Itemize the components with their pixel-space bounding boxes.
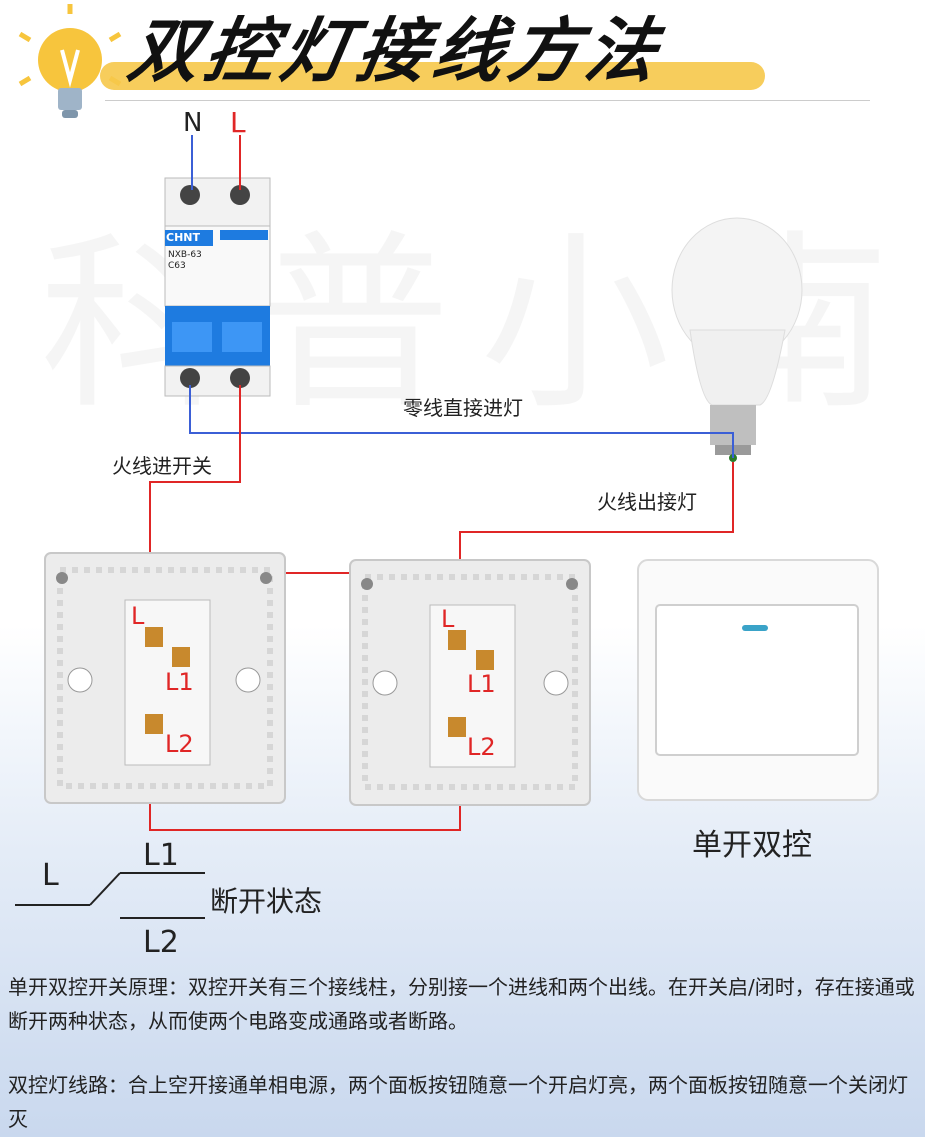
neutral-wire [189,135,734,458]
circuit-paragraph: 双控灯线路：合上空开接通单相电源，两个面板按钮随意一个开启灯亮，两个面板按钮随意… [8,1073,908,1131]
neutral-terminal-label: N [183,108,203,138]
open-state-label: 断开状态 [210,885,323,918]
switch2-l-label: L [441,605,455,633]
live-to-switch-label: 火线进开关 [112,454,212,478]
wiring-diagram [15,135,879,919]
switch1-l-label: L [131,602,145,630]
schematic-l1-label: L1 [143,838,179,873]
circuit-breaker [164,177,271,397]
live-terminal-label: L [230,106,246,139]
breaker-model: NXB-63 [168,250,202,260]
switch2-l1-label: L1 [467,670,496,698]
switch-back-1 [44,552,286,804]
title-divider [105,100,870,101]
live-out-to-lamp-label: 火线出接灯 [597,490,697,514]
switch-schematic [15,872,205,919]
principle-paragraph: 单开双控开关原理：双控开关有三个接线柱，分别接一个进线和两个出线。在开关启/闭时… [8,975,915,1033]
switch-front-panel [637,559,879,801]
neutral-to-lamp-label: 零线直接进灯 [403,396,523,420]
breaker-brand: CHNT [166,231,200,244]
single-double-caption: 单开双控 [692,828,812,863]
breaker-rating: C63 [168,261,186,271]
switch-back-2 [349,559,591,806]
title-underline-bar [100,62,765,90]
switch1-l2-label: L2 [165,730,194,758]
switch2-l2-label: L2 [467,733,496,761]
switch1-l1-label: L1 [165,668,194,696]
schematic-l2-label: L2 [143,925,179,960]
schematic-l-label: L [42,858,59,893]
light-bulb [671,217,803,462]
